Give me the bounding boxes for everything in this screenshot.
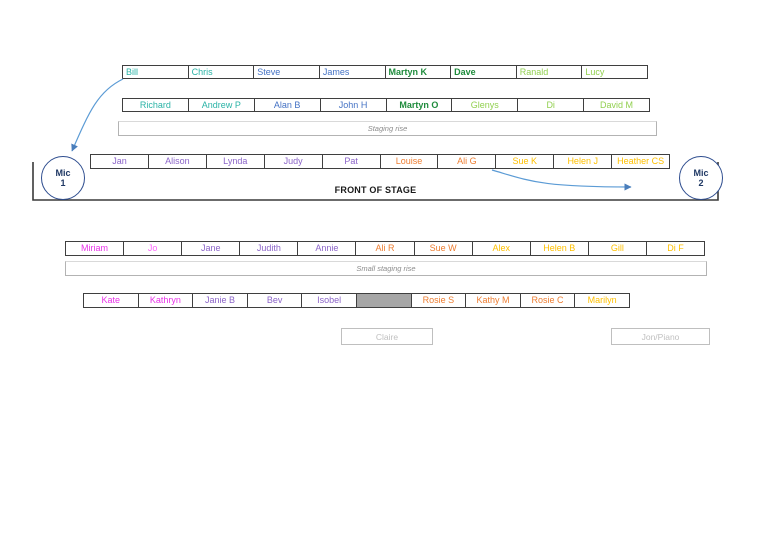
mic-1: Mic 1 [41,156,85,200]
seat-ranald: Ranald [515,65,583,79]
seat-bev: Bev [246,293,303,308]
seat-marilyn: Marilyn [574,293,630,308]
seat-lucy: Lucy [581,65,648,79]
claire-label: Claire [375,331,399,342]
seat-louise: Louise [379,154,439,169]
arrow-to-mic2 [491,169,632,191]
front-of-stage-label: FRONT OF STAGE [33,185,718,195]
seat-heather-cs: Heather CS [611,154,671,169]
small-staging-rise: Small staging rise [65,261,707,276]
arrow-to-mic1 [71,78,124,152]
staging-rise: Staging rise [118,121,657,136]
seat-steve: Steve [253,65,320,79]
front-of-stage-text: FRONT OF STAGE [334,185,417,195]
seat-chris: Chris [187,65,255,79]
seat-jane: Jane [181,241,241,256]
seat-isobel: Isobel [301,293,357,308]
mic-1-label: Mic [55,167,71,178]
seat-gill: Gill [587,241,647,256]
mic-2: Mic 2 [679,156,723,200]
seat-david-m: David M [583,98,650,112]
small-staging-rise-label: Small staging rise [356,264,416,273]
seat-pat: Pat [321,154,381,169]
seat-judy: Judy [263,154,323,169]
seat-james: James [318,65,386,79]
jon-piano-box: Jon/Piano [611,328,710,345]
mic-2-label: Mic [693,167,709,178]
seat-sue-w: Sue W [413,241,473,256]
mic-2-number: 2 [698,178,704,188]
jon-piano-label: Jon/Piano [641,331,680,342]
seat-di-f: Di F [645,241,706,256]
seat-kathy-m: Kathy M [465,293,521,308]
seat-kate: Kate [83,293,139,308]
seat-miriam: Miriam [65,241,125,256]
seat-helen-b: Helen B [529,241,589,256]
seat-andrew-p: Andrew P [187,98,255,112]
seat-martyn-o: Martyn O [385,98,453,112]
seat-dave: Dave [450,65,517,79]
seat-rosie-s: Rosie S [410,293,467,308]
claire-box: Claire [341,328,433,345]
staging-rise-label: Staging rise [367,124,408,133]
mic-1-number: 1 [60,178,66,188]
seat-lynda: Lynda [205,154,265,169]
seat-di: Di [517,98,585,112]
